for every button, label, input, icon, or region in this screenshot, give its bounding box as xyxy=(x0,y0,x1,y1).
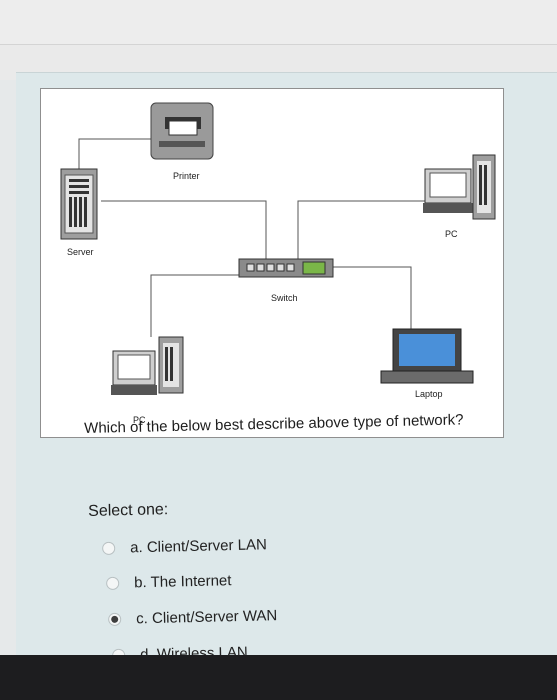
page-header-strip xyxy=(0,0,557,44)
pc-right-icon xyxy=(423,154,496,220)
network-diagram: Printer Server PC Switch Laptop PC xyxy=(40,88,504,438)
option-b-label[interactable]: b. The Internet xyxy=(133,572,232,592)
header-divider xyxy=(0,44,557,45)
line-server-switch xyxy=(101,200,267,261)
connection-lines xyxy=(78,138,431,337)
pc-right-label: PC xyxy=(445,229,458,239)
printer-label: Printer xyxy=(173,171,200,181)
switch-label: Switch xyxy=(271,293,298,303)
switch-icon xyxy=(238,258,334,278)
pc-left-label: PC xyxy=(133,415,146,425)
pc-left-icon xyxy=(111,336,184,395)
select-one-prompt: Select one: xyxy=(88,501,169,520)
line-leftpc-switch xyxy=(150,274,239,337)
radio-option-a[interactable] xyxy=(102,541,116,555)
line-pc-switch xyxy=(297,200,431,261)
radio-option-c[interactable] xyxy=(108,612,122,626)
bottom-bezel xyxy=(0,655,557,700)
line-server-printer xyxy=(78,138,151,169)
network-diagram-graphic xyxy=(60,102,496,395)
option-b[interactable]: b. The Internet xyxy=(106,572,232,592)
server-label: Server xyxy=(67,247,94,257)
server-icon xyxy=(60,168,98,240)
radio-option-b[interactable] xyxy=(106,576,120,590)
option-a-label[interactable]: a. Client/Server LAN xyxy=(129,536,268,557)
laptop-icon xyxy=(380,328,474,384)
laptop-label: Laptop xyxy=(415,389,443,399)
line-laptop-switch xyxy=(331,266,412,329)
option-c-label[interactable]: c. Client/Server WAN xyxy=(135,607,278,628)
printer-icon xyxy=(150,102,214,160)
